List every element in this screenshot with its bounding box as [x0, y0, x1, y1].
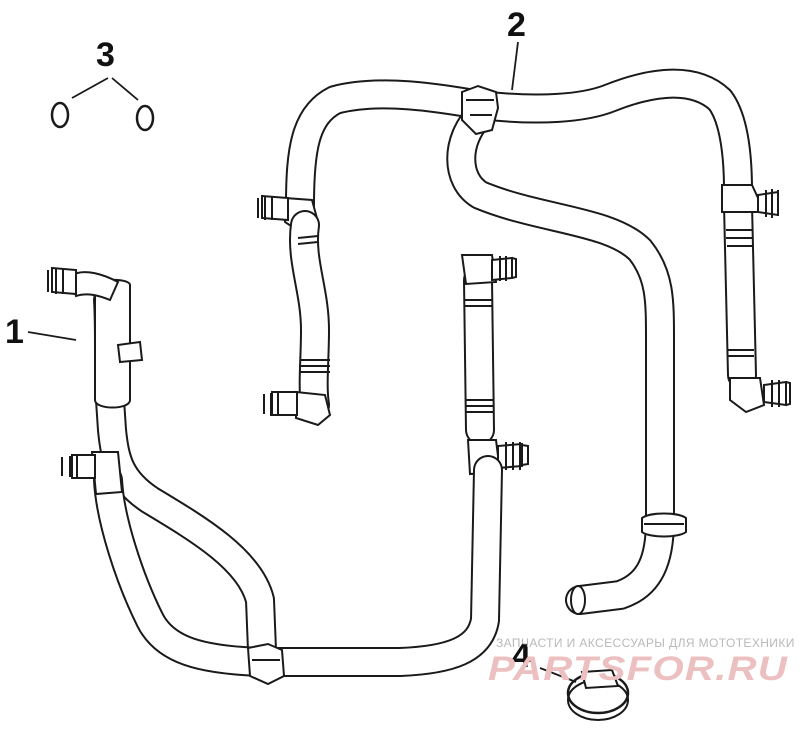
hose-clamp: [566, 668, 630, 721]
callout-3: 3: [96, 36, 115, 74]
callout-1: 1: [5, 313, 24, 351]
o-ring-left: [50, 101, 70, 129]
short-hose: [263, 210, 332, 427]
leader-3-left: [71, 77, 109, 99]
leader-3-right: [111, 77, 139, 101]
o-ring-right: [135, 104, 155, 132]
hose-2: [257, 68, 791, 615]
leader-4: [539, 667, 577, 683]
o-rings: [50, 101, 155, 132]
hose-1: [47, 266, 503, 686]
leader-1: [27, 331, 77, 341]
leader-2: [511, 41, 519, 91]
watermark-tagline: ЗАПЧАСТИ И АКСЕССУАРЫ ДЛЯ МОТОТЕХНИКИ: [496, 636, 795, 650]
callout-4: 4: [512, 637, 531, 675]
watermark-logo: PARTSFOR.RU: [488, 650, 789, 688]
middle-vertical-hose: [460, 254, 529, 476]
callout-2: 2: [507, 6, 526, 44]
